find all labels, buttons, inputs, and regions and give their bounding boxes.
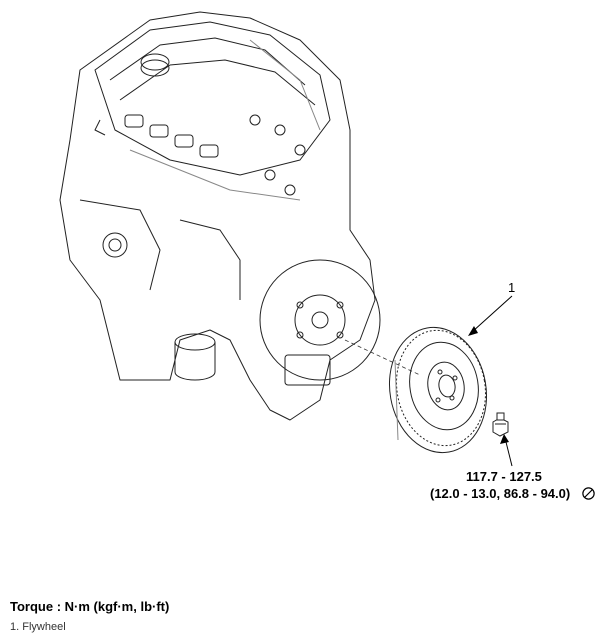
- callout-leader-line: [471, 295, 513, 333]
- flywheel-bolt: [492, 412, 509, 437]
- flywheel: [388, 326, 488, 454]
- callout-number: 1: [508, 280, 516, 295]
- no-reuse-icon: [582, 487, 595, 500]
- engine-flywheel-diagram: [59, 11, 513, 467]
- torque-leader-line: [504, 437, 513, 467]
- torque-arrowhead: [500, 434, 509, 444]
- callout-arrowhead: [468, 326, 478, 336]
- torque-value: 117.7 - 127.5: [466, 469, 542, 484]
- legend-title: Torque : N·m (kgf·m, lb·ft): [10, 599, 170, 614]
- legend-item: 1. Flywheel: [10, 621, 66, 633]
- engine-block: [59, 11, 381, 421]
- torque-value-alt: (12.0 - 13.0, 86.8 - 94.0): [430, 486, 571, 501]
